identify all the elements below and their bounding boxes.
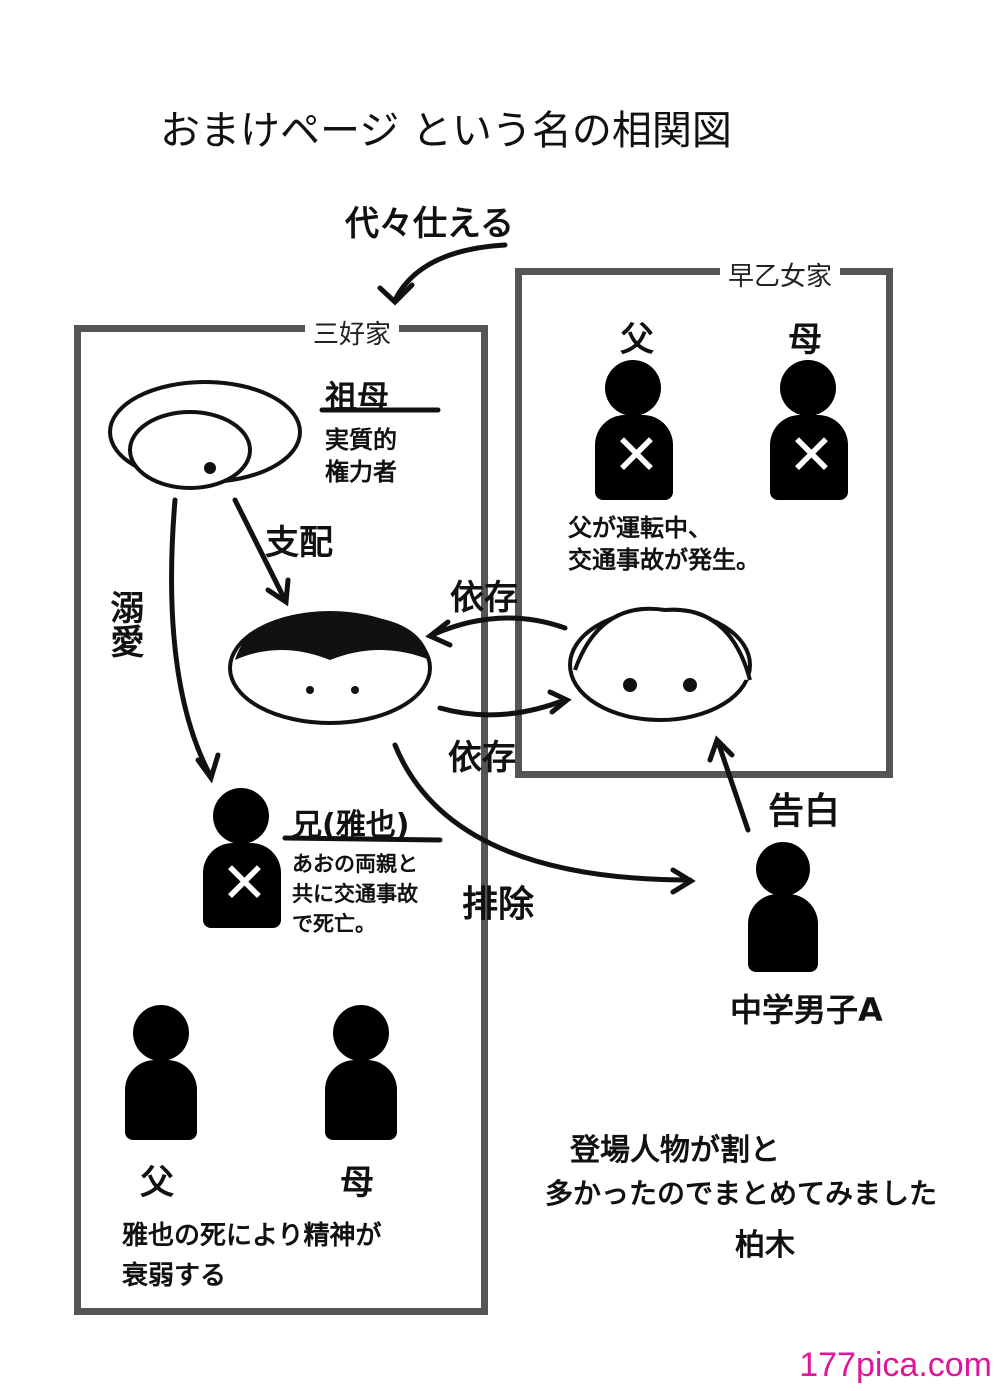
parents-note-line1: 雅也の死により精神が [122,1221,382,1251]
arrow-confession [715,739,751,833]
relation-dependence-top: 依存 [450,578,518,618]
watermark: 177pica.com [799,1346,992,1384]
grandmother-face-drawing [108,380,302,490]
relation-dependence-bottom: 依存 [448,738,516,778]
brother-note-line3: で死亡。 [292,912,376,936]
arrow-dependence-top [429,615,568,638]
saotome-family-box [515,268,893,778]
love-interest-face-drawing [568,606,752,722]
brother-note-line1: あおの両親と [292,852,418,876]
arrow-dependence-bottom [437,697,568,718]
arrow-domination [232,497,288,603]
miyoshi-family-box [74,325,488,1315]
saotome-father-silhouette-deceased: ✕ [595,360,675,500]
grandmother-note-line2: 権力者 [325,458,397,486]
relation-serve-label: 代々仕える [345,204,514,244]
author-signature: 柏木 [735,1228,795,1263]
parents-note-line2: 衰弱する [122,1261,227,1291]
brother-silhouette-deceased: ✕ [203,788,283,928]
author-note-line1: 登場人物が割と [570,1133,780,1168]
saotome-note-line1: 父が運転中、 [568,514,712,542]
grandmother-label: 祖母 [325,378,390,416]
saotome-mother-label: 母 [788,320,822,360]
deceased-x-icon: ✕ [613,423,660,488]
relation-doting: 溺愛 [104,590,144,658]
arrowhead-serve [377,282,415,306]
relation-exclusion: 排除 [462,884,535,925]
arrow-exclusion [392,742,693,883]
protagonist-face-drawing [228,611,432,725]
relation-confession: 告白 [768,791,841,832]
saotome-family-label: 早乙女家 [720,256,841,293]
brother-label: 兄(雅也) [292,808,410,843]
relation-domination: 支配 [265,523,333,563]
miyoshi-family-label: 三好家 [305,314,400,351]
brother-note-line2: 共に交通事故 [292,882,418,906]
saotome-father-label: 父 [620,320,654,360]
miyoshi-father-label: 父 [140,1163,174,1203]
arrow-serve [392,242,508,303]
boy-a-silhouette [748,842,818,972]
arrow-doting [169,497,213,778]
saotome-note-line2: 交通事故が発生。 [568,546,760,574]
author-note-line2: 多かったのでまとめてみました [545,1177,938,1210]
grandmother-note-line1: 実質的 [325,426,397,454]
deceased-x-icon: ✕ [221,851,268,916]
miyoshi-mother-silhouette [325,1005,397,1140]
boy-a-label: 中学男子A [730,991,883,1029]
miyoshi-father-silhouette [125,1005,197,1140]
deceased-x-icon: ✕ [788,423,835,488]
page-title: おまけページ という名の相関図 [160,108,732,154]
miyoshi-mother-label: 母 [340,1163,374,1203]
saotome-mother-silhouette-deceased: ✕ [770,360,850,500]
